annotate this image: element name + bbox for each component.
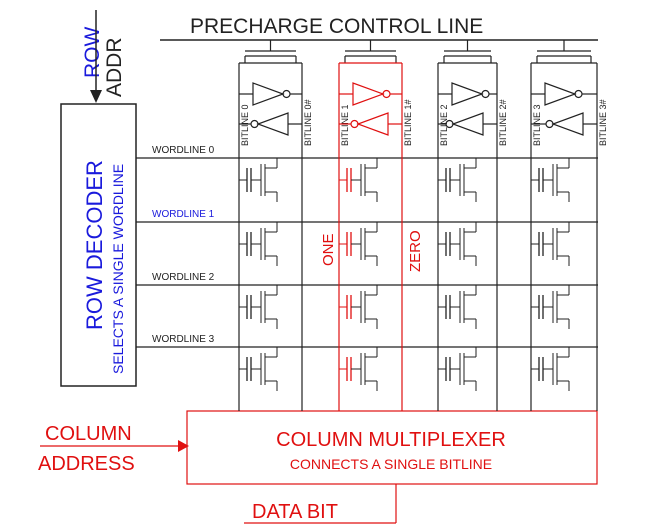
row-decoder-title: ROW DECODER bbox=[82, 160, 107, 330]
inverter-symbol bbox=[451, 82, 490, 106]
row-addr-label-addr: ADDR bbox=[103, 37, 126, 97]
memory-cell bbox=[531, 347, 570, 391]
bitline-pair-0: BITLINE 0 BITLINE 0# bbox=[238, 40, 313, 411]
wordline-3: WORDLINE 3 bbox=[136, 334, 598, 348]
wordline-0: WORDLINE 0 bbox=[136, 145, 598, 159]
memory-cell bbox=[239, 347, 278, 391]
bitline-label: BITLINE 1 bbox=[340, 104, 350, 146]
inverter-symbol bbox=[545, 112, 584, 136]
inverter-symbol bbox=[250, 112, 289, 136]
column-address-label-column: COLUMN bbox=[45, 423, 132, 445]
wordline-label: WORDLINE 0 bbox=[152, 145, 215, 156]
memory-cell bbox=[339, 347, 378, 391]
cell-state-zero: ZERO bbox=[407, 230, 424, 272]
bitline-label: BITLINE 3 bbox=[532, 104, 542, 146]
inverter-symbol bbox=[350, 112, 389, 136]
inverter-symbol bbox=[544, 82, 583, 106]
inverter-symbol bbox=[352, 82, 391, 106]
wordline-label: WORDLINE 1 bbox=[152, 209, 215, 220]
column-address-lines bbox=[40, 440, 189, 452]
bitline-label: BITLINE 0 bbox=[240, 104, 250, 146]
memory-cell bbox=[531, 158, 570, 202]
memory-cell bbox=[239, 222, 278, 266]
memory-cell bbox=[531, 285, 570, 329]
bitline-complement-label: BITLINE 0# bbox=[303, 99, 313, 146]
column-multiplexer-box: COLUMN MULTIPLEXER CONNECTS A SINGLE BIT… bbox=[186, 410, 598, 485]
inverter-symbol bbox=[445, 112, 484, 136]
memory-cell bbox=[438, 347, 477, 391]
memory-cell bbox=[438, 285, 477, 329]
bitline-pair-1: BITLINE 1 BITLINE 1# bbox=[338, 40, 413, 411]
wordline-label: WORDLINE 3 bbox=[152, 334, 215, 345]
sense-amp-3 bbox=[531, 82, 597, 136]
wordline-1: WORDLINE 1 bbox=[136, 209, 598, 223]
bitline-complement-label: BITLINE 3# bbox=[598, 99, 608, 146]
sense-amp-1 bbox=[339, 82, 402, 136]
data-bit-label: DATA BIT bbox=[252, 501, 338, 523]
column-address-label-address: ADDRESS bbox=[38, 453, 135, 475]
row-addr-label-row: ROW bbox=[81, 27, 104, 79]
memory-cell bbox=[339, 285, 378, 329]
bitline-complement-label: BITLINE 2# bbox=[498, 99, 508, 146]
memory-cells bbox=[239, 158, 570, 391]
sense-amp-0 bbox=[239, 82, 302, 136]
memory-cell bbox=[339, 222, 378, 266]
bitline-label: BITLINE 2 bbox=[439, 104, 449, 146]
column-mux-title: COLUMN MULTIPLEXER bbox=[276, 429, 506, 451]
bitline-pair-3: BITLINE 3 BITLINE 3# bbox=[530, 40, 608, 411]
wordlines: WORDLINE 0 WORDLINE 1 WORDLINE 2 WORDLINE 3 bbox=[136, 145, 598, 348]
row-decoder-box: ROW DECODER SELECTS A SINGLE WORDLINE bbox=[60, 103, 137, 387]
row-decoder-subtitle: SELECTS A SINGLE WORDLINE bbox=[110, 164, 126, 374]
precharge-label: PRECHARGE CONTROL LINE bbox=[190, 15, 483, 38]
memory-cell bbox=[531, 222, 570, 266]
column-mux-subtitle: CONNECTS A SINGLE BITLINE bbox=[290, 456, 492, 472]
sense-amp-2 bbox=[438, 82, 497, 136]
memory-cell bbox=[239, 158, 278, 202]
cell-state-one: ONE bbox=[320, 233, 337, 266]
bitline-complement-label: BITLINE 1# bbox=[403, 99, 413, 146]
wordline-2: WORDLINE 2 bbox=[136, 272, 598, 286]
memory-cell bbox=[438, 222, 477, 266]
memory-cell bbox=[339, 158, 378, 202]
inverter-symbol bbox=[252, 82, 291, 106]
row-addr-arrow bbox=[90, 10, 102, 103]
sense-amplifiers bbox=[239, 82, 597, 136]
wordline-label: WORDLINE 2 bbox=[152, 272, 215, 283]
memory-cell bbox=[438, 158, 477, 202]
bitline-pair-2: BITLINE 2 BITLINE 2# bbox=[437, 40, 508, 411]
memory-cell bbox=[239, 285, 278, 329]
